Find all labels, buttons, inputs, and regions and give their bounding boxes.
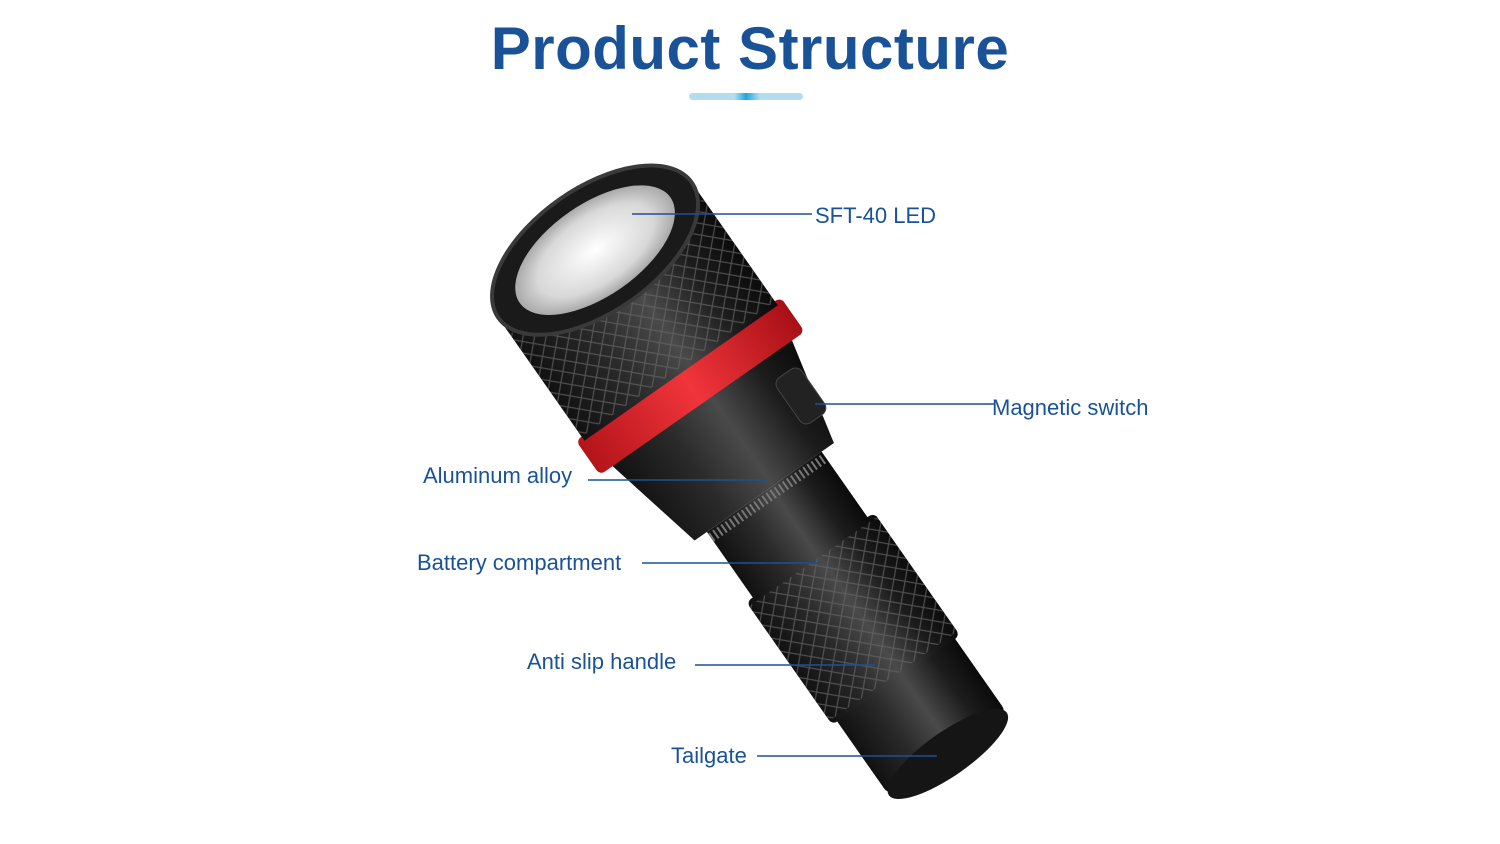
- led-lens: [515, 185, 675, 316]
- label-anti-slip-handle: Anti slip handle: [527, 649, 677, 674]
- title-underline: [689, 93, 803, 100]
- label-tailgate: Tailgate: [671, 743, 747, 768]
- tailgate: [834, 633, 1004, 793]
- label-aluminum-alloy: Aluminum alloy: [423, 463, 573, 488]
- magnetic-switch: [775, 367, 827, 425]
- label-sft40-led: SFT-40 LED: [815, 203, 937, 228]
- leader-lines: [588, 213, 995, 757]
- label-magnetic-switch: Magnetic switch: [992, 395, 1149, 420]
- label-battery-compartment: Battery compartment: [417, 550, 622, 575]
- battery-compartment: [706, 451, 871, 602]
- red-band: [578, 299, 803, 473]
- page-title: Product Structure: [490, 15, 1010, 82]
